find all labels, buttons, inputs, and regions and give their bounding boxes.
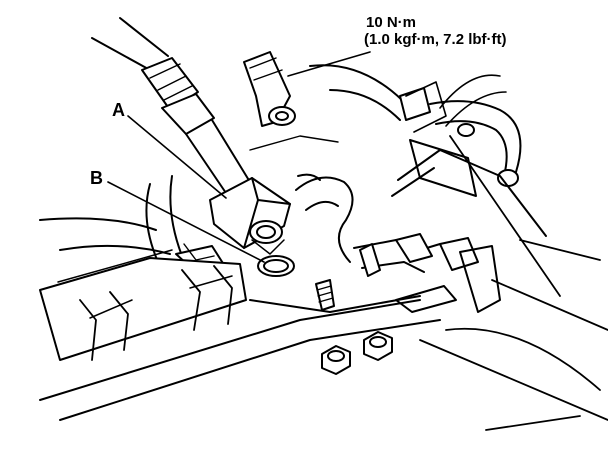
flange-bolts — [321, 331, 393, 375]
leader-lines — [107, 51, 371, 263]
stud-bolt — [315, 279, 335, 311]
fuel-pipe — [185, 119, 251, 197]
flange-nut — [243, 51, 296, 127]
right-hoses — [295, 173, 501, 313]
upper-hose — [91, 17, 215, 135]
o-ring-b — [257, 255, 295, 277]
right-frame — [249, 135, 608, 431]
upper-right-bracket — [309, 64, 547, 237]
callout-b-label: B — [90, 168, 103, 188]
intake-manifold — [39, 249, 441, 421]
torque-spec: 10 N·m (1.0 kgf·m, 7.2 lbf·ft) — [364, 14, 507, 48]
fuel-hose-fitting-a — [209, 177, 291, 255]
torque-alt-units: (1.0 kgf·m, 7.2 lbf·ft) — [364, 31, 507, 48]
torque-value: 10 N·m — [366, 14, 417, 31]
callout-a-label: A — [112, 100, 125, 120]
